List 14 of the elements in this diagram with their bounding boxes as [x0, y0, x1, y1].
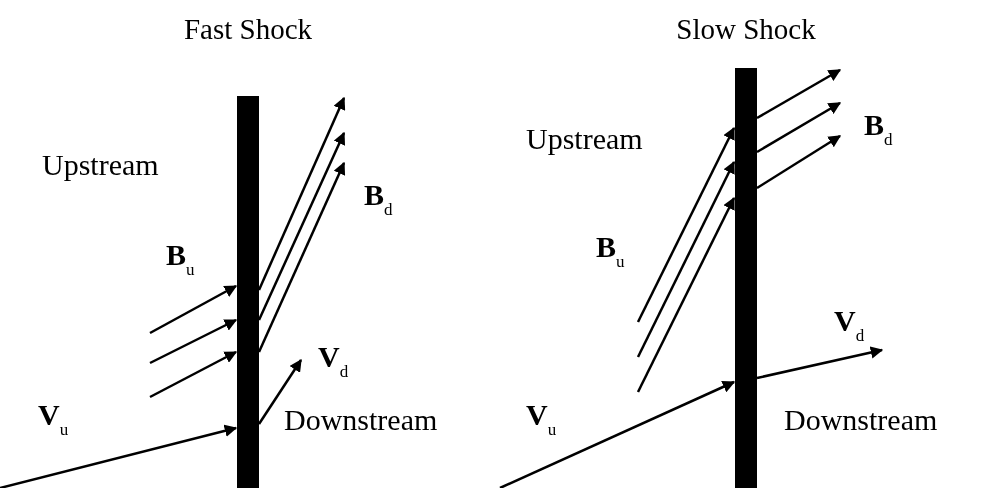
velocity-label: V$_{u}$ — [526, 398, 557, 441]
field-label: B$_{u}$ — [166, 238, 195, 281]
velocity-label: V$_{d}$ — [318, 340, 349, 383]
shock-label: Slow Shock — [676, 12, 816, 46]
velocity-label: V$_{d}$ — [834, 304, 865, 347]
field-label: B$_{u}$ — [596, 230, 625, 273]
region-label: Downstream — [784, 403, 938, 437]
region-label: Upstream — [526, 122, 643, 156]
shock-label: Fast Shock — [183, 12, 313, 46]
region-label: Downstream — [284, 403, 438, 437]
field-label: B$_{d}$ — [864, 108, 893, 151]
velocity-label: V$_{u}$ — [38, 398, 69, 441]
region-label: Upstream — [42, 148, 159, 182]
field-label: B$_{d}$ — [364, 178, 393, 221]
